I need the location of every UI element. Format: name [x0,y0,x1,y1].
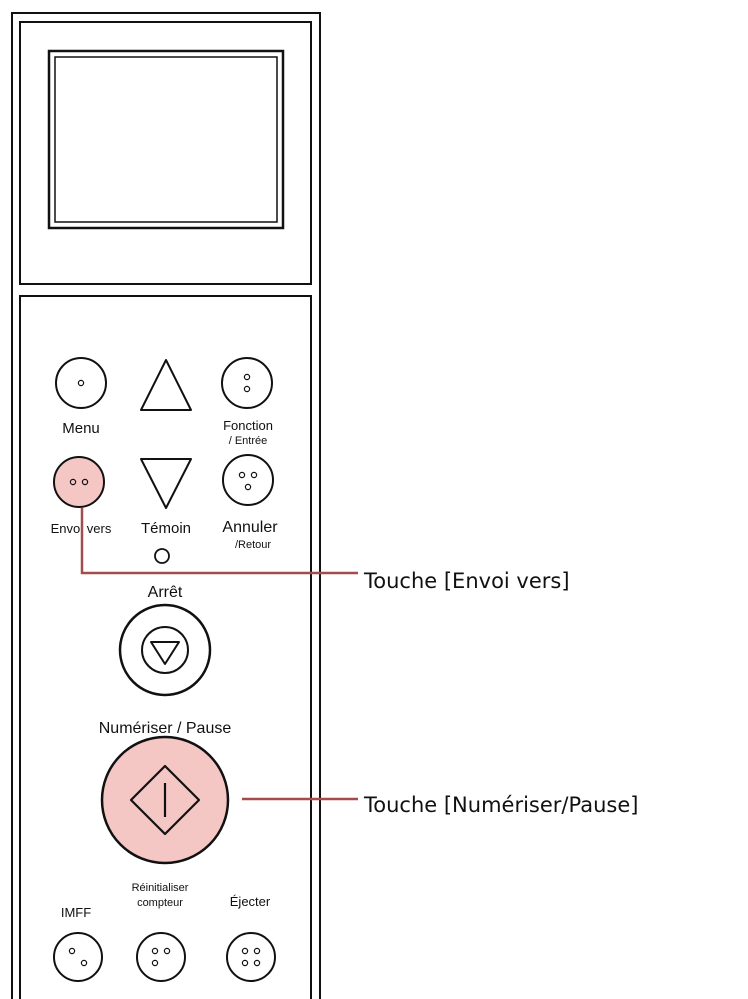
reset-counter-button[interactable] [136,932,186,982]
imff-button[interactable] [53,932,103,982]
lcd-screen-inner [54,56,278,223]
up-button[interactable] [140,359,192,411]
four-dot-icon [241,947,261,967]
function-button[interactable] [221,357,273,409]
function-sublabel: / Entrée [229,435,268,447]
triangle-down-icon [140,458,192,509]
send-to-callout-text: Touche [Envoi vers] [363,569,570,593]
scan-pause-label: Numériser / Pause [99,720,232,737]
send-to-button[interactable] [53,456,105,508]
two-dot-horizontal-icon [69,478,89,486]
cancel-label: Annuler [222,519,278,536]
function-label: Fonction [223,418,273,433]
send-to-callout-line [80,508,358,575]
eject-label: Éjecter [230,894,271,909]
cancel-button[interactable] [222,454,274,506]
diamond-power-icon [129,764,201,836]
led-indicator-icon [154,548,170,564]
stop-circle-triangle-icon [141,626,189,674]
reset-counter-label-line1: Réinitialiser [132,882,189,894]
reset-counter-label-line2: compteur [137,897,183,909]
two-dot-vertical-icon [243,373,251,393]
cancel-sublabel: /Retour [235,539,271,551]
scan-pause-callout-text: Touche [Numériser/Pause] [363,793,638,817]
down-button[interactable] [140,458,192,509]
stop-button[interactable] [118,603,212,697]
imff-label: IMFF [61,905,91,920]
three-dot-icon [151,947,171,967]
scan-pause-button[interactable] [100,735,230,865]
stop-label: Arrêt [148,584,183,601]
two-dot-diagonal-icon [68,947,88,967]
one-dot-icon [77,379,85,387]
menu-button[interactable] [55,357,107,409]
three-dot-icon [238,471,258,491]
triangle-up-icon [140,359,192,411]
lcd-section [19,21,312,285]
menu-label: Menu [62,420,100,437]
indicator-label: Témoin [141,520,191,537]
eject-button[interactable] [226,932,276,982]
